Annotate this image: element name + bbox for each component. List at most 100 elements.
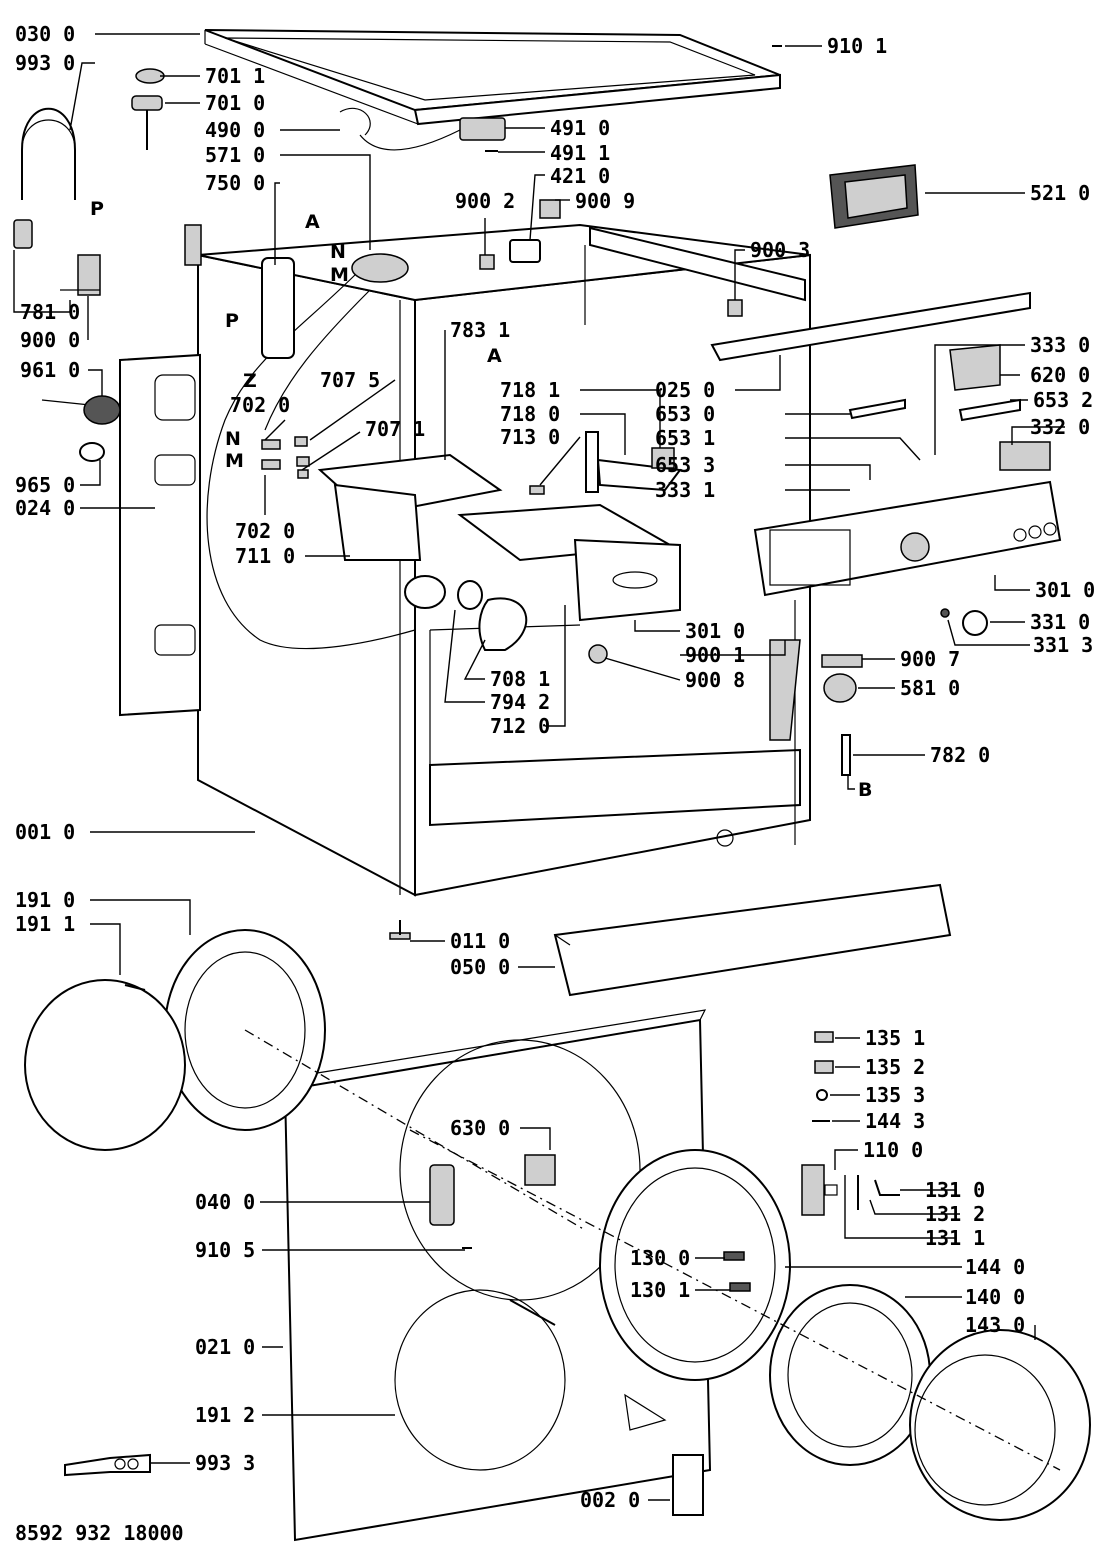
control-board-part xyxy=(829,164,919,229)
callout-711-0: 711 0 xyxy=(235,544,295,568)
callout-491-1: 491 1 xyxy=(550,141,610,165)
callout-491-0: 491 0 xyxy=(550,116,610,140)
callout-707-1: 707 1 xyxy=(365,417,425,441)
callout-750-0: 750 0 xyxy=(205,171,265,195)
door-frame-part xyxy=(599,1149,791,1381)
callout-900-0: 900 0 xyxy=(20,328,80,352)
callout-301-0-right: 301 0 xyxy=(1035,578,1095,602)
callout-002-0: 002 0 xyxy=(580,1488,640,1512)
callout-144-3: 144 3 xyxy=(865,1109,925,1133)
callout-961-0: 961 0 xyxy=(20,358,80,382)
marker-z: Z xyxy=(243,370,257,392)
small-fasteners xyxy=(124,45,834,1326)
callout-130-0: 130 0 xyxy=(630,1246,690,1270)
service-tool-part xyxy=(64,1453,151,1477)
callout-135-3: 135 3 xyxy=(865,1083,925,1107)
callout-782-0: 782 0 xyxy=(930,743,990,767)
callout-421-0: 421 0 xyxy=(550,164,610,188)
callout-135-2: 135 2 xyxy=(865,1055,925,1079)
callout-781-0: 781 0 xyxy=(20,300,80,324)
callout-191-2: 191 2 xyxy=(195,1403,255,1427)
callout-143-0: 143 0 xyxy=(965,1313,1025,1337)
valve-parts xyxy=(131,68,743,359)
front-panel-part xyxy=(283,1009,712,1542)
callout-571-0: 571 0 xyxy=(205,143,265,167)
callout-620-0: 620 0 xyxy=(1030,363,1090,387)
callout-131-2: 131 2 xyxy=(925,1202,985,1226)
callout-900-7: 900 7 xyxy=(900,647,960,671)
callout-301-0-center: 301 0 xyxy=(685,619,745,643)
marker-n-fittings: N xyxy=(225,428,241,450)
marker-a-dispenser: A xyxy=(487,345,502,367)
marker-p-valve: P xyxy=(225,310,239,332)
callout-965-0: 965 0 xyxy=(15,473,75,497)
callout-910-1: 910 1 xyxy=(827,34,887,58)
marker-n-valve: N xyxy=(330,241,346,263)
callout-993-0: 993 0 xyxy=(15,51,75,75)
cabinet-body-part xyxy=(197,223,811,897)
hose-part xyxy=(13,107,101,296)
diagram-code: 8592 932 18000 xyxy=(15,1521,184,1545)
callout-712-0: 712 0 xyxy=(490,714,550,738)
marker-m-valve: M xyxy=(330,264,349,286)
callout-653-3: 653 3 xyxy=(655,453,715,477)
callout-333-1: 333 1 xyxy=(655,478,715,502)
plinth-part xyxy=(389,883,952,997)
callout-718-0: 718 0 xyxy=(500,402,560,426)
callout-708-1: 708 1 xyxy=(490,667,550,691)
callout-011-0: 011 0 xyxy=(450,929,510,953)
callout-025-0: 025 0 xyxy=(655,378,715,402)
rear-panel-part xyxy=(119,353,201,717)
letter-markers: A A P P N M N M Z B xyxy=(90,198,872,801)
callout-131-0: 131 0 xyxy=(925,1178,985,1202)
callout-900-1: 900 1 xyxy=(685,643,745,667)
callout-191-1: 191 1 xyxy=(15,912,75,936)
callout-050-0: 050 0 xyxy=(450,955,510,979)
callout-490-0: 490 0 xyxy=(205,118,265,142)
callout-900-2: 900 2 xyxy=(455,189,515,213)
drain-pump-part xyxy=(41,395,121,462)
detergent-dispenser-part xyxy=(317,431,682,622)
callout-993-3: 993 3 xyxy=(195,1451,255,1475)
callout-521-0: 521 0 xyxy=(1030,181,1090,205)
callout-900-9: 900 9 xyxy=(575,189,635,213)
top-cover-part xyxy=(204,29,781,126)
callout-900-8: 900 8 xyxy=(685,668,745,692)
callout-702-0-bottom: 702 0 xyxy=(235,519,295,543)
callout-labels: 030 0 993 0 701 1 701 0 490 0 571 0 750 … xyxy=(15,22,1095,1512)
leader-lines xyxy=(13,33,1065,1501)
callout-707-5: 707 5 xyxy=(320,368,380,392)
callout-718-1: 718 1 xyxy=(500,378,560,402)
marker-p-hose: P xyxy=(90,198,104,220)
callout-140-0: 140 0 xyxy=(965,1285,1025,1309)
door-glass-part xyxy=(769,1284,931,1466)
callout-701-0: 701 0 xyxy=(205,91,265,115)
callout-191-0: 191 0 xyxy=(15,888,75,912)
callout-130-1: 130 1 xyxy=(630,1278,690,1302)
callout-040-0: 040 0 xyxy=(195,1190,255,1214)
callout-024-0: 024 0 xyxy=(15,496,75,520)
callout-030-0: 030 0 xyxy=(15,22,75,46)
callout-910-5: 910 5 xyxy=(195,1238,255,1262)
callout-131-1: 131 1 xyxy=(925,1226,985,1250)
callout-900-3: 900 3 xyxy=(750,238,810,262)
bellows-part xyxy=(457,580,528,651)
callout-702-0-top: 702 0 xyxy=(230,393,290,417)
callout-135-1: 135 1 xyxy=(865,1026,925,1050)
marker-m-fittings: M xyxy=(225,450,244,472)
callout-783-1: 783 1 xyxy=(450,318,510,342)
callout-701-1: 701 1 xyxy=(205,64,265,88)
part-drawings xyxy=(13,29,1091,1542)
callout-794-2: 794 2 xyxy=(490,690,550,714)
callout-713-0: 713 0 xyxy=(500,425,560,449)
callout-144-0: 144 0 xyxy=(965,1255,1025,1279)
callout-331-0: 331 0 xyxy=(1030,610,1090,634)
callout-333-0: 333 0 xyxy=(1030,333,1090,357)
marker-b: B xyxy=(858,779,872,801)
callout-653-1: 653 1 xyxy=(655,426,715,450)
callout-581-0: 581 0 xyxy=(900,676,960,700)
control-panel-part xyxy=(710,291,1062,636)
door-gasket-part xyxy=(24,929,326,1151)
door-handle-part xyxy=(801,1164,900,1216)
